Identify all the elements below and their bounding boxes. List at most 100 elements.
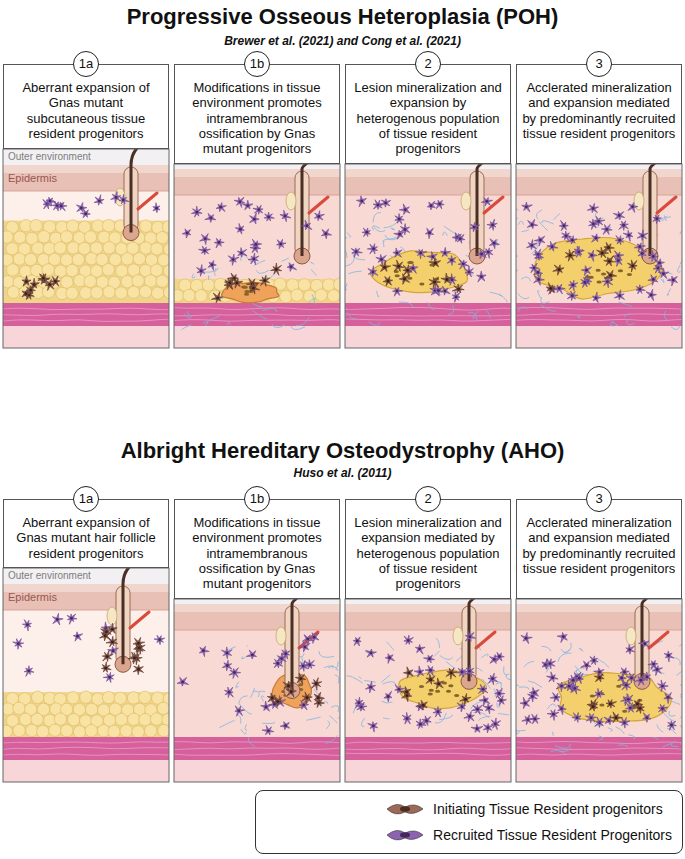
collagen-fiber: [261, 696, 264, 701]
cell-nucleus: [17, 642, 20, 645]
cell-nucleus: [658, 261, 661, 264]
cell-nucleus: [104, 666, 107, 669]
fat-cell: [164, 286, 169, 298]
collagen-fiber: [259, 691, 265, 693]
cell-nucleus: [436, 710, 439, 713]
cell-nucleus: [444, 252, 447, 255]
cell-nucleus: [195, 211, 198, 214]
collagen-fiber: [328, 666, 333, 668]
cell-nucleus: [476, 708, 479, 711]
purple-cell: [664, 692, 673, 703]
purple-cell: [242, 200, 253, 210]
epidermis-layer: [345, 169, 511, 195]
cell-nucleus: [372, 724, 375, 727]
purple-cell: [424, 655, 435, 663]
fat-cell: [32, 242, 44, 254]
purple-cell: [533, 249, 543, 260]
cell-nucleus: [473, 226, 476, 229]
brown-cell: [441, 273, 452, 283]
muscle-fiber: [174, 307, 340, 310]
cell-nucleus: [365, 231, 368, 234]
ossified-lesion: [534, 237, 662, 299]
fat-cell: [3, 725, 13, 737]
purple-cell: [570, 683, 581, 694]
cell-nucleus: [468, 670, 471, 673]
muscle-fiber: [516, 319, 682, 321]
collagen-fiber: [496, 683, 502, 689]
cell-nucleus: [27, 669, 30, 672]
collagen-fiber: [662, 215, 665, 220]
cell-nucleus: [418, 647, 421, 650]
cell-nucleus: [629, 707, 632, 710]
purple-cell: [458, 259, 469, 269]
hair-shaft: [131, 149, 143, 233]
purple-cell: [52, 201, 63, 212]
cell-nucleus: [48, 283, 51, 286]
fat-cell: [162, 221, 169, 233]
brown-cell: [211, 292, 222, 303]
cell-nucleus: [623, 671, 626, 674]
fat-cell: [3, 231, 13, 243]
cell-nucleus: [26, 623, 29, 626]
cell-nucleus: [25, 280, 28, 283]
brown-cell: [403, 265, 412, 277]
cell-nucleus: [76, 635, 79, 638]
cell-nucleus: [592, 659, 595, 662]
node-text: 1b: [250, 492, 264, 506]
cell-nucleus: [383, 266, 386, 269]
brown-cell: [30, 278, 39, 289]
purple-cell: [351, 248, 362, 257]
epidermis-layer: [174, 604, 340, 630]
dermis-layer: [345, 599, 511, 782]
sebaceous-gland: [626, 627, 636, 645]
purple-cell: [471, 724, 483, 732]
purple-cell: [191, 206, 202, 217]
collagen-fiber: [263, 722, 275, 724]
cell-nucleus: [434, 262, 437, 265]
deep-tissue: [174, 326, 340, 348]
cell-nucleus: [419, 723, 422, 726]
fat-cell: [84, 275, 96, 287]
muscle-fiber: [174, 742, 340, 744]
purple-cell: [581, 266, 591, 276]
cell-nucleus: [419, 252, 422, 255]
purple-cell: [76, 202, 86, 211]
collagen-fiber: [347, 676, 363, 683]
purple-cell: [299, 661, 309, 672]
brown-cell: [225, 278, 235, 289]
osteocyte: [596, 269, 601, 272]
cell-nucleus: [650, 294, 653, 297]
fat-cell: [37, 725, 49, 737]
osteocyte: [618, 269, 623, 272]
brown-cell: [633, 699, 643, 709]
fat-cell: [13, 724, 25, 736]
cell-nucleus: [552, 713, 555, 716]
purple-cell: [457, 668, 467, 677]
osteocyte: [419, 282, 424, 285]
cell-nucleus: [592, 705, 595, 708]
cell-nucleus: [530, 244, 533, 247]
collagen-fiber: [616, 727, 625, 734]
fat-cell: [38, 231, 50, 243]
cell-nucleus: [313, 636, 316, 639]
cell-nucleus: [487, 251, 490, 254]
cell-nucleus: [494, 722, 497, 725]
cell-nucleus: [396, 252, 399, 255]
collagen-fiber: [496, 239, 497, 246]
fat-cell: [26, 724, 38, 736]
muscle-fiber: [174, 320, 340, 322]
osteocyte: [627, 273, 632, 276]
cell-nucleus: [370, 652, 373, 655]
brown-cell: [610, 712, 623, 723]
deep-tissue: [3, 326, 169, 348]
cell-nucleus: [406, 717, 409, 720]
collagen-fiber: [359, 677, 362, 679]
panel-outline: [3, 568, 169, 782]
purple-cell: [614, 255, 622, 266]
purple-cell: [593, 688, 605, 698]
fat-cell: [150, 713, 162, 725]
fat-cell: [140, 242, 152, 254]
cell-nucleus: [562, 635, 565, 638]
cell-nucleus: [111, 640, 114, 643]
layer-label: Epidermis: [8, 171, 57, 185]
